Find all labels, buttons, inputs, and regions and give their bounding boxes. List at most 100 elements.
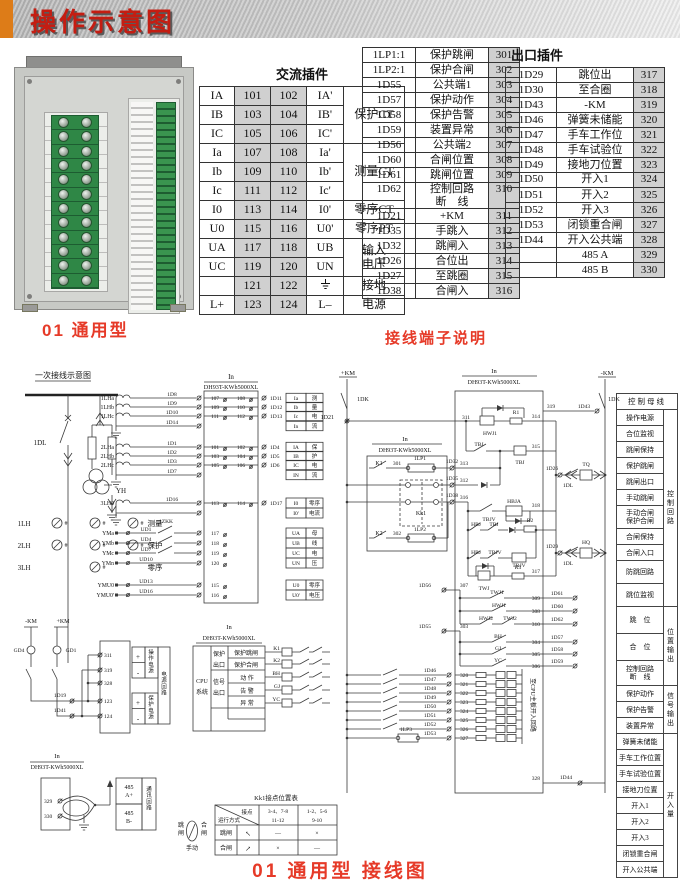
- ct-coil-icon: [115, 394, 131, 399]
- terminal-screw-icon: [58, 131, 69, 143]
- terminal-icon: [449, 499, 455, 505]
- diagram-label: 1D7: [167, 469, 177, 475]
- diagram-part: [305, 507, 324, 519]
- table-cell: 111: [234, 181, 271, 201]
- terminal-row: [52, 245, 98, 260]
- diagram-label: -: [137, 669, 140, 677]
- table-row: 防跳回路: [616, 560, 678, 584]
- diagram-label: IN: [293, 473, 299, 479]
- diagram-label: U0': [292, 593, 300, 599]
- table-cell: U0': [306, 219, 344, 239]
- diagram-label: 流: [312, 471, 318, 479]
- terminal-icon: [196, 530, 202, 536]
- terminal-icon: [572, 608, 578, 614]
- diagram-label: #: [141, 521, 144, 527]
- diagram-part: [97, 652, 103, 658]
- junction-dot: [345, 727, 349, 731]
- diagram-label: YMn: [102, 561, 114, 567]
- diagram-part: [57, 813, 63, 819]
- table-row: 保护动作信号输出: [616, 685, 678, 734]
- diagram-label: -KM: [25, 619, 37, 625]
- diagram-part: [222, 502, 228, 508]
- diagram-label: 1D62: [551, 617, 563, 623]
- titlebar-hatch-texture: [0, 0, 680, 38]
- table-cell: 103: [234, 105, 271, 125]
- diagram-part: [305, 392, 324, 404]
- diagram-label: 3-4、7-8: [268, 809, 288, 815]
- diagram-label: 108: [237, 396, 246, 402]
- terminal-icon: [446, 672, 452, 678]
- table-cell: UC: [199, 257, 235, 277]
- diagram-label: 327: [460, 736, 469, 742]
- outlet-table-title: 出口插件: [511, 48, 564, 63]
- diagram-label: 111: [211, 414, 219, 420]
- terminal-icon: [126, 561, 130, 565]
- junction-dot: [345, 700, 349, 704]
- diagram-label: R1: [513, 410, 520, 416]
- diagram-part: [196, 560, 202, 566]
- table-cell: 106: [270, 124, 307, 144]
- orange-accent-block: [0, 0, 13, 38]
- diagram-part: [261, 413, 267, 419]
- diagram-label: 3LH: [18, 564, 31, 572]
- terminal-icon: [126, 583, 130, 587]
- table-cell: Ib': [306, 162, 344, 182]
- diagram-part: [292, 658, 330, 665]
- diagram-label: 104: [237, 454, 246, 460]
- junction-dot: [458, 652, 462, 656]
- terminal-icon: [196, 500, 202, 506]
- diagram-label: 2LHc: [101, 463, 115, 469]
- diagram-part: [495, 707, 506, 715]
- diagram-label: UD10: [139, 557, 153, 563]
- terminal-icon: [249, 416, 253, 420]
- control-circuit: [339, 375, 616, 794]
- diagram-label: HBJ: [471, 522, 482, 528]
- diagram-label: 1LP2: [414, 527, 426, 533]
- table-cell: IB': [306, 105, 344, 125]
- terminal-icon: [196, 453, 202, 459]
- diagram-label: In: [491, 368, 497, 375]
- terminal-icon: [223, 447, 227, 451]
- diagram-part: [196, 395, 202, 401]
- diagram-part: [57, 798, 63, 804]
- diagram-part: [594, 408, 600, 414]
- diagram-label: 零序: [148, 562, 163, 572]
- diagram-part: [125, 530, 131, 536]
- diagram-label: DH93T-KWh5000XL: [204, 384, 259, 391]
- diagram-part: [305, 420, 324, 432]
- terminal-screw-icon: [81, 160, 92, 172]
- terminal-icon: [196, 560, 202, 566]
- table-cell: I0': [306, 200, 344, 220]
- diagram-label: 一次接线示意图: [35, 370, 91, 380]
- table-cell: 119: [234, 257, 271, 277]
- diagram-part: [382, 695, 398, 703]
- table-cell: 1D52: [505, 202, 557, 218]
- table-cell: 1D27: [362, 268, 416, 285]
- terminal-screw-icon: [58, 246, 69, 258]
- terminal-icon: [261, 413, 267, 419]
- diagram-part: [305, 557, 324, 569]
- diagram-label: In: [54, 753, 60, 760]
- terminal-row: [52, 202, 98, 217]
- terminal-icon: [249, 447, 253, 451]
- table-cell: U0: [199, 219, 235, 239]
- diagram-part: [495, 716, 506, 724]
- caption-device-type: 01 通用型: [42, 321, 129, 340]
- diagram-label: 1LP1: [414, 456, 426, 462]
- diagram-label: 流: [312, 422, 318, 430]
- table-cell: L+: [199, 295, 235, 315]
- diagram-part: [449, 499, 455, 505]
- diagram-label: YMU0': [97, 593, 114, 599]
- diagram-part: [382, 704, 398, 712]
- diagram-part: [97, 713, 103, 719]
- table-cell: 1D29: [505, 67, 557, 83]
- diagram-part: [382, 686, 398, 694]
- diagram-part: [222, 397, 228, 403]
- diagram-label: TRJV: [512, 563, 525, 569]
- table-cell: 105: [234, 124, 271, 144]
- terminal-icon: [261, 444, 267, 450]
- junction-dot: [554, 551, 558, 555]
